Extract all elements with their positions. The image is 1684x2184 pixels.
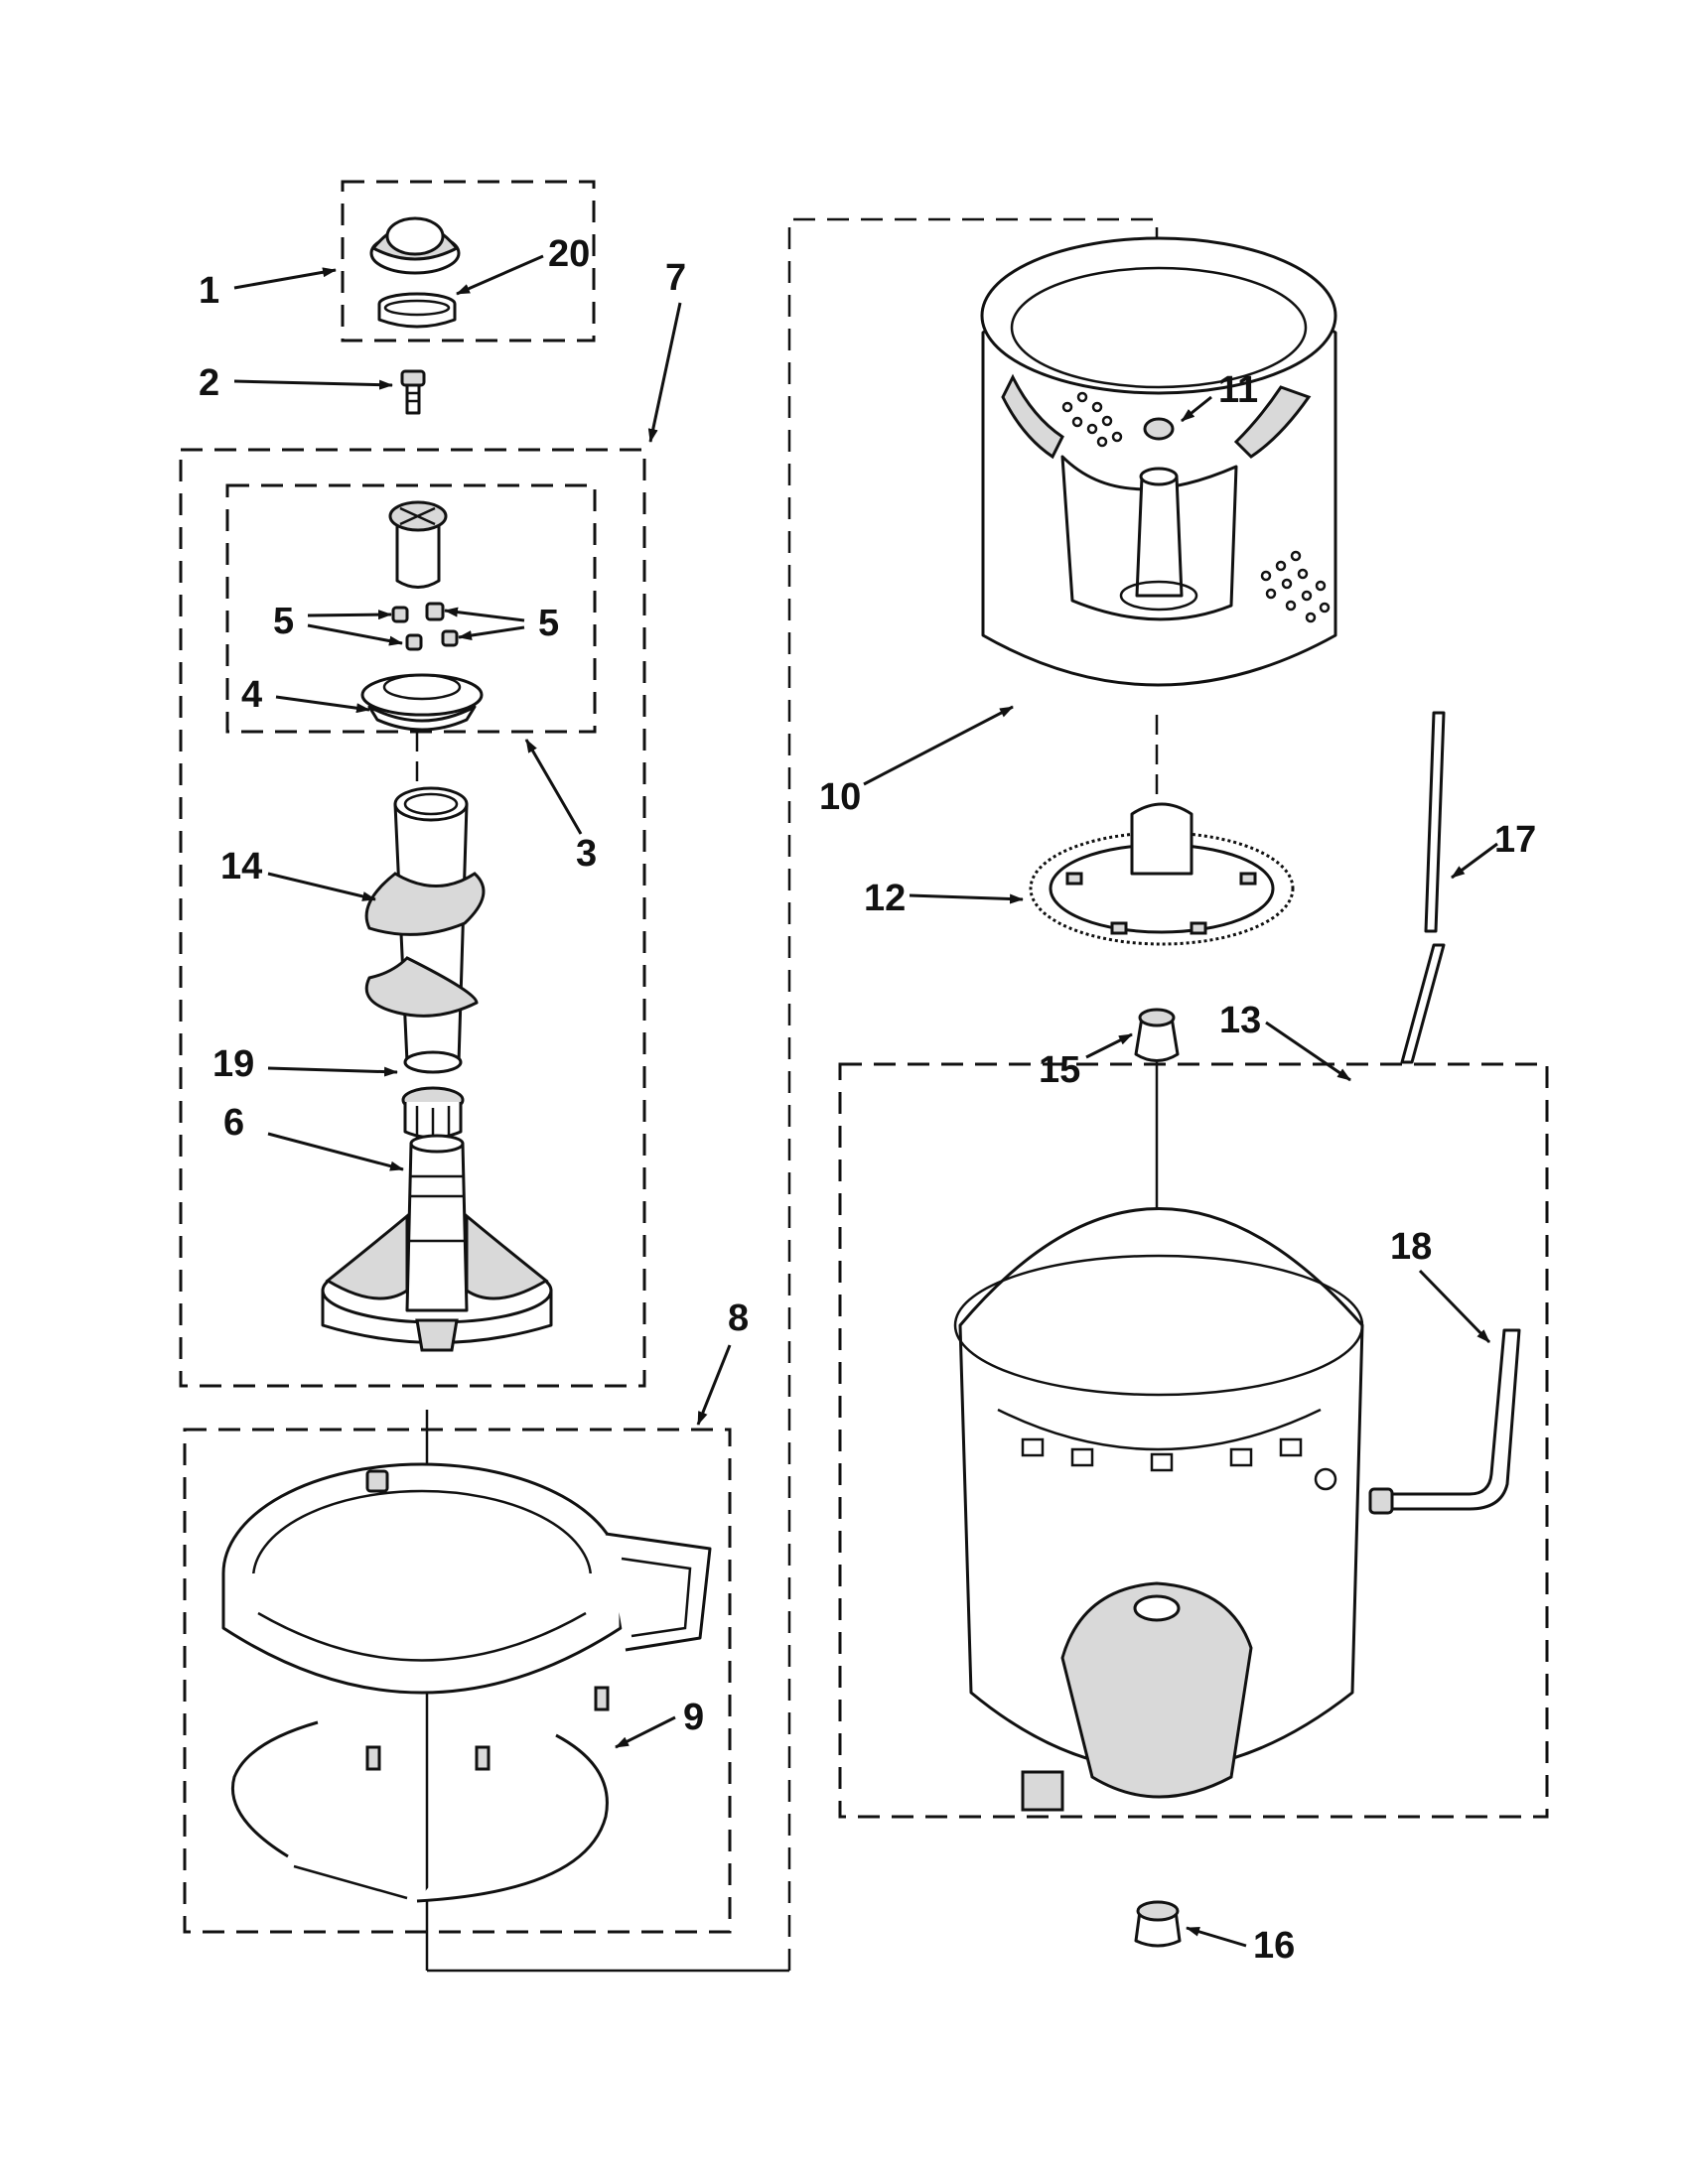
basket-nut	[1143, 417, 1175, 441]
callout-7: 7	[665, 257, 686, 299]
callout-8: 8	[728, 1297, 749, 1339]
callout-14: 14	[220, 846, 262, 887]
leader-5a-bottom	[307, 623, 403, 646]
agitator-base	[321, 1134, 553, 1352]
group-boxes	[179, 180, 1549, 1971]
agitator-auger	[364, 786, 486, 1074]
leader-17	[1451, 842, 1498, 880]
group-box-agitator-assembly	[179, 448, 646, 1388]
basket-holes	[1061, 391, 1331, 623]
callout-1: 1	[199, 270, 219, 312]
leader-9	[615, 1715, 676, 1749]
drain-hose-segments	[1400, 711, 1446, 1064]
cam-base-plate	[360, 673, 484, 732]
callout-9: 9	[683, 1697, 704, 1738]
agitator-dogs	[391, 602, 459, 651]
callout-2: 2	[199, 362, 219, 404]
leader-5a-top	[307, 610, 392, 620]
leader-13	[1265, 1021, 1351, 1082]
callout-5-right: 5	[538, 603, 559, 644]
agitator-bolt	[400, 369, 426, 415]
basket-drive-plate	[1029, 802, 1295, 946]
agitator-cap	[369, 216, 461, 275]
drive-coupling	[401, 1086, 465, 1142]
leader-12	[909, 893, 1024, 904]
callout-12: 12	[864, 878, 906, 919]
leader-8	[696, 1344, 732, 1426]
callout-13: 13	[1219, 1000, 1261, 1041]
group-box-outer-tub	[838, 1062, 1549, 1819]
leader-11	[1181, 395, 1212, 423]
leader-7	[647, 302, 682, 443]
callout-11: 11	[1218, 369, 1258, 411]
dashed-connector	[787, 217, 1159, 1971]
callout-labels: 1 20 2 7 5 5 4 3 14 19 6 8 9 10 11 12 13…	[199, 233, 1536, 1967]
leader-4	[275, 695, 370, 714]
callout-3: 3	[576, 833, 597, 875]
drive-hub	[1134, 1008, 1180, 1062]
leader-3	[524, 739, 583, 835]
leader-18	[1418, 1269, 1491, 1344]
leader-5b-bottom	[458, 625, 525, 640]
leader-20	[456, 254, 544, 296]
callout-4: 4	[241, 674, 262, 716]
leader-6	[267, 1132, 404, 1171]
fill-hose	[1368, 1328, 1521, 1515]
group-box-cam-kit	[225, 483, 597, 734]
callout-20: 20	[548, 233, 590, 275]
group-box-tub-ring	[183, 1428, 732, 1934]
tub-snap-ring	[231, 1720, 609, 1903]
outer-tub	[953, 1207, 1364, 1812]
leader-5b-top	[444, 607, 525, 622]
leader-14	[267, 872, 376, 901]
spin-basket	[980, 236, 1337, 687]
callout-6: 6	[223, 1102, 244, 1144]
leader-16	[1186, 1926, 1247, 1948]
seal-ring	[377, 292, 457, 329]
callout-5-left: 5	[273, 601, 294, 642]
drain-plug	[1134, 1900, 1182, 1948]
tub-ring	[221, 1462, 712, 1771]
cam-assembly	[388, 500, 448, 589]
callout-19: 19	[212, 1043, 254, 1085]
callout-15: 15	[1039, 1049, 1080, 1091]
leader-15	[1085, 1032, 1133, 1059]
leader-19	[267, 1066, 398, 1077]
leader-lines	[233, 254, 1498, 1948]
leader-10	[863, 705, 1014, 786]
leader-2	[233, 379, 393, 390]
callout-10: 10	[819, 776, 861, 818]
callout-18: 18	[1390, 1226, 1432, 1268]
callout-16: 16	[1253, 1925, 1295, 1967]
leader-1	[233, 267, 337, 290]
callout-17: 17	[1494, 819, 1536, 861]
